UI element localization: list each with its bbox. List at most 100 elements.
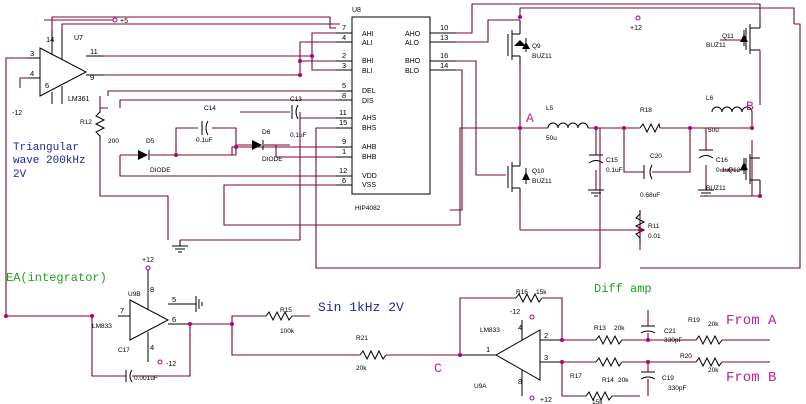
c17-value: 0.001uF <box>134 375 158 382</box>
hip-pin-12: 12 <box>339 166 347 175</box>
hip-dis: DIS <box>362 98 374 105</box>
hip-pin-13: 13 <box>440 33 448 42</box>
c14-capacitor: C14 0.1uF <box>196 105 216 144</box>
u9a-plus12: +12 <box>540 397 552 404</box>
r11-ref: R11 <box>648 223 660 230</box>
u9a-pin-2: 2 <box>544 331 548 340</box>
r13-ref: R13 <box>594 325 606 332</box>
c19-ref: C19 <box>662 375 674 382</box>
r21-ref: R21 <box>356 335 368 342</box>
hip-bhi: BHI <box>362 58 374 65</box>
u9a-part: LM833 <box>480 327 500 334</box>
q10-part: BUZ11 <box>532 178 552 185</box>
c19-capacitor: C19 330pF <box>640 362 686 396</box>
l6-ref: L6 <box>706 95 714 102</box>
r17-value: 15k <box>592 399 603 404</box>
hip-pin-6: 6 <box>342 176 346 185</box>
d6-diode-label: DIODE <box>262 156 283 163</box>
hip-ali: ALI <box>362 40 373 47</box>
node-a-label: A <box>526 111 534 126</box>
hip-del: DEL <box>362 88 376 95</box>
r18-ref: R18 <box>640 107 652 114</box>
q9-part: BUZ11 <box>532 53 552 60</box>
u8-hip4082: U8 AHI ALI BHI BLI DEL DIS AHS BHS AHB B… <box>336 7 456 212</box>
hip-vss: VSS <box>362 182 376 189</box>
q10-mosfet: Q10 BUZ11 <box>507 160 552 196</box>
hip-pin-1: 1 <box>342 147 346 156</box>
u9b-opamp: 7 5 6 8 4 U9B LM833 +12 -12 <box>92 257 190 368</box>
hip-pin-2: 2 <box>342 51 346 60</box>
c21-value: 330pF <box>664 337 682 344</box>
r14-ref: R14 <box>602 377 614 384</box>
ground-symbol <box>172 240 188 253</box>
r19-value: 20k <box>708 321 719 328</box>
u7-minus12: -12 <box>12 110 22 117</box>
c19-value: 330pF <box>668 385 686 392</box>
hip-ahb: AHB <box>362 144 377 151</box>
r12-value: 200 <box>108 138 119 145</box>
r21-value: 20k <box>356 365 367 372</box>
hip-blo: BLO <box>405 68 420 75</box>
c13-capacitor: C13 0.1uF <box>290 96 307 139</box>
l5-ref: L5 <box>546 105 554 112</box>
c13-value: 0.1uF <box>290 132 307 139</box>
d5-diode: D5 DIODE <box>138 138 171 174</box>
r15-ref: R15 <box>280 307 292 314</box>
c20-value: 0.68uF <box>640 192 660 199</box>
hip-bhb: BHB <box>362 154 377 161</box>
u9b-minus12: -12 <box>166 361 176 368</box>
hip-ahi: AHI <box>362 31 374 38</box>
r13-resistor: R13 20k <box>562 325 680 346</box>
c15-ref: C15 <box>606 157 618 164</box>
u8-ref: U8 <box>352 7 361 14</box>
hip-aho: AHO <box>405 31 421 38</box>
u7-pin-9: 9 <box>90 73 94 82</box>
r13-value: 20k <box>614 325 625 332</box>
d6-ref: D6 <box>262 129 271 136</box>
hip-pin-8: 8 <box>342 91 346 100</box>
q11-part: BUZ11 <box>706 42 726 49</box>
u9a-minus12: -12 <box>510 309 520 316</box>
annotation-from-a: From A <box>726 313 777 329</box>
hip-vdd: VDD <box>362 173 377 180</box>
r14-value: 20k <box>618 377 629 384</box>
u9a-pin-1: 1 <box>486 345 490 354</box>
r12-ref: R12 <box>80 119 92 126</box>
r19-resistor: R19 20k <box>680 317 770 346</box>
c20-capacitor: C20 0.68uF <box>640 153 662 199</box>
annotation-triangular: Triangular <box>13 142 79 154</box>
r12-resistor: R12 200 <box>80 108 119 145</box>
d5-ref: D5 <box>146 138 155 145</box>
r14-resistor: R14 20k <box>562 356 680 384</box>
annotation-diff: Diff amp <box>594 282 652 296</box>
hip-pin-3: 3 <box>342 61 346 70</box>
l6-value: 50u <box>708 127 719 134</box>
r20-ref: R20 <box>680 353 692 360</box>
c13-ref: C13 <box>290 96 302 103</box>
u9b-pin-5: 5 <box>172 295 176 304</box>
hip-pin-14: 14 <box>440 61 448 70</box>
u7-pin-6: 6 <box>45 81 49 90</box>
c14-ref: C14 <box>204 105 216 112</box>
l5-inductor: L5 50u <box>546 105 589 142</box>
d6-diode: D6 DIODE <box>252 129 283 163</box>
c15-value: 0.1uF <box>606 167 623 174</box>
q10-ref: Q10 <box>532 168 545 175</box>
r19-ref: R19 <box>688 317 700 324</box>
u7-part: LM361 <box>68 96 90 103</box>
u9a-ref: U9A <box>474 383 487 390</box>
u9a-pin-4: 4 <box>518 323 522 332</box>
r21-resistor: R21 20k <box>231 324 460 372</box>
annotation-ea: EA(integrator) <box>6 271 107 285</box>
r11-resistor: R11 0.01 <box>634 210 661 242</box>
q11-mosfet: Q11 BUZ11 <box>706 22 761 54</box>
r16-ref: R16 <box>516 289 528 296</box>
r16-resistor: R16 15k <box>459 289 563 355</box>
hip-bhs: BHS <box>362 125 377 132</box>
u7-pin-3: 3 <box>30 49 34 58</box>
annotation-2v: 2V <box>13 169 27 181</box>
node-c-label: C <box>434 361 442 376</box>
d5-diode-label: DIODE <box>150 167 171 174</box>
u9b-pin-4: 4 <box>150 343 154 352</box>
